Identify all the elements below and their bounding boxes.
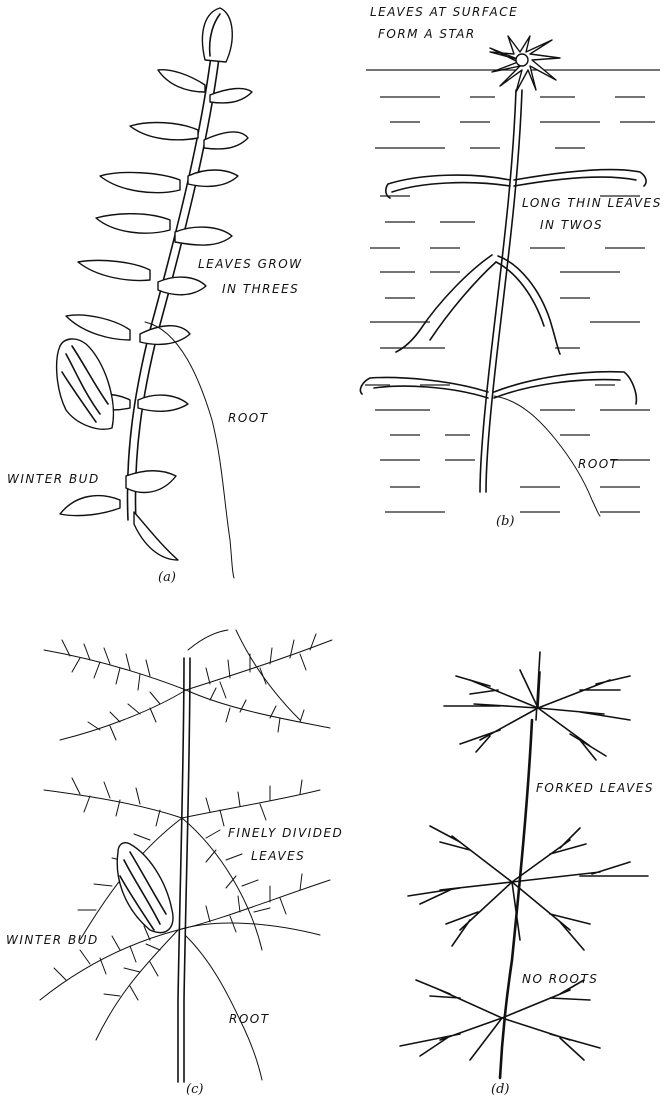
caption-d: (d) [491,1082,509,1097]
panel-d-stem [500,720,532,1078]
panel-d-whorl-middle [408,826,648,950]
label-forked-leaves: FORKED LEAVES [536,779,654,797]
panel-d-whorl-bottom [400,980,600,1060]
label-no-roots: NO ROOTS [522,970,598,988]
